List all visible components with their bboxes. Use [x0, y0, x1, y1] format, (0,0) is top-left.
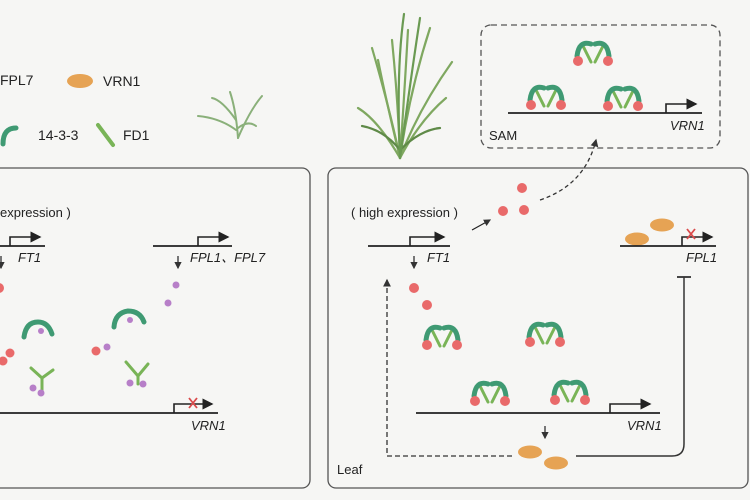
legend-fpl7-label: FPL7	[0, 72, 34, 88]
ft-transport-arrow	[539, 138, 599, 201]
legend-vrn1-label: VRN1	[103, 73, 141, 89]
left-fd1-complex-1	[29, 366, 55, 397]
sam-tissue-label: SAM	[489, 128, 517, 143]
left-fpl-label: FPL1、FPL7	[190, 250, 266, 265]
legend: FPL7 VRN1 14-3-3 FD1	[0, 72, 150, 147]
left-ft1-label: FT1	[18, 250, 41, 265]
fpl7-dots	[164, 281, 180, 307]
sam-vrn1-label: VRN1	[670, 118, 705, 133]
sam-complex-right	[603, 88, 643, 111]
legend-fd1-label: FD1	[123, 127, 150, 143]
promoter-arrow-icon	[665, 98, 698, 113]
repression-cross-icon	[686, 228, 696, 240]
sam-complex-top	[573, 43, 613, 66]
left-1433-arc-1	[21, 319, 55, 340]
promoter-arrow-icon	[9, 231, 42, 246]
vrn1-protein	[650, 218, 674, 232]
right-ft1-label: FT1	[427, 250, 450, 265]
left-panel: expression ) FT1 FPL1、FPL7	[0, 167, 311, 489]
left-1433-arc-2	[111, 308, 147, 330]
left-fd1-complex-2	[124, 360, 150, 388]
sam-panel: VRN1 SAM	[480, 24, 721, 149]
legend-fd1-symbol	[96, 123, 115, 147]
wheat-plant-icon	[356, 12, 454, 160]
right-fpl1-label: FPL1	[686, 250, 717, 265]
leaf-complex-2	[525, 324, 565, 347]
promoter-arrow-icon	[197, 231, 230, 246]
legend-1433-symbol	[0, 125, 19, 147]
leaf-panel: ( high expression ) FT1 FPL1 VRN1	[327, 167, 749, 489]
promoter-arrow-icon	[681, 231, 714, 246]
repression-cross-icon	[188, 397, 198, 409]
leaf-complex-1	[422, 327, 462, 350]
legend-1433-label: 14-3-3	[38, 127, 79, 143]
legend-vrn1-symbol	[67, 74, 93, 88]
ft-mobile-dots	[498, 183, 529, 216]
leaf-complex-4	[550, 382, 590, 405]
promoter-arrow-icon	[409, 231, 446, 246]
left-expression-label: expression )	[0, 205, 71, 220]
leaf-complex-3	[470, 383, 510, 406]
vrn1-protein	[625, 232, 649, 246]
promoter-arrow-icon	[609, 398, 652, 413]
left-vrn1-label: VRN1	[191, 418, 226, 433]
leaf-tissue-label: Leaf	[337, 462, 363, 477]
promoter-arrow-icon	[173, 398, 214, 413]
vrn1-represses-fpl1-line	[576, 277, 685, 457]
vrn1-activates-ft1-arrow	[383, 278, 512, 457]
wheat-seedling-icon	[197, 91, 263, 139]
right-vrn1-label: VRN1	[627, 418, 662, 433]
right-expression-label: ( high expression )	[351, 205, 458, 220]
sam-complex-left	[526, 87, 566, 110]
vrn1-protein	[544, 456, 568, 470]
vrn1-protein	[518, 445, 542, 459]
